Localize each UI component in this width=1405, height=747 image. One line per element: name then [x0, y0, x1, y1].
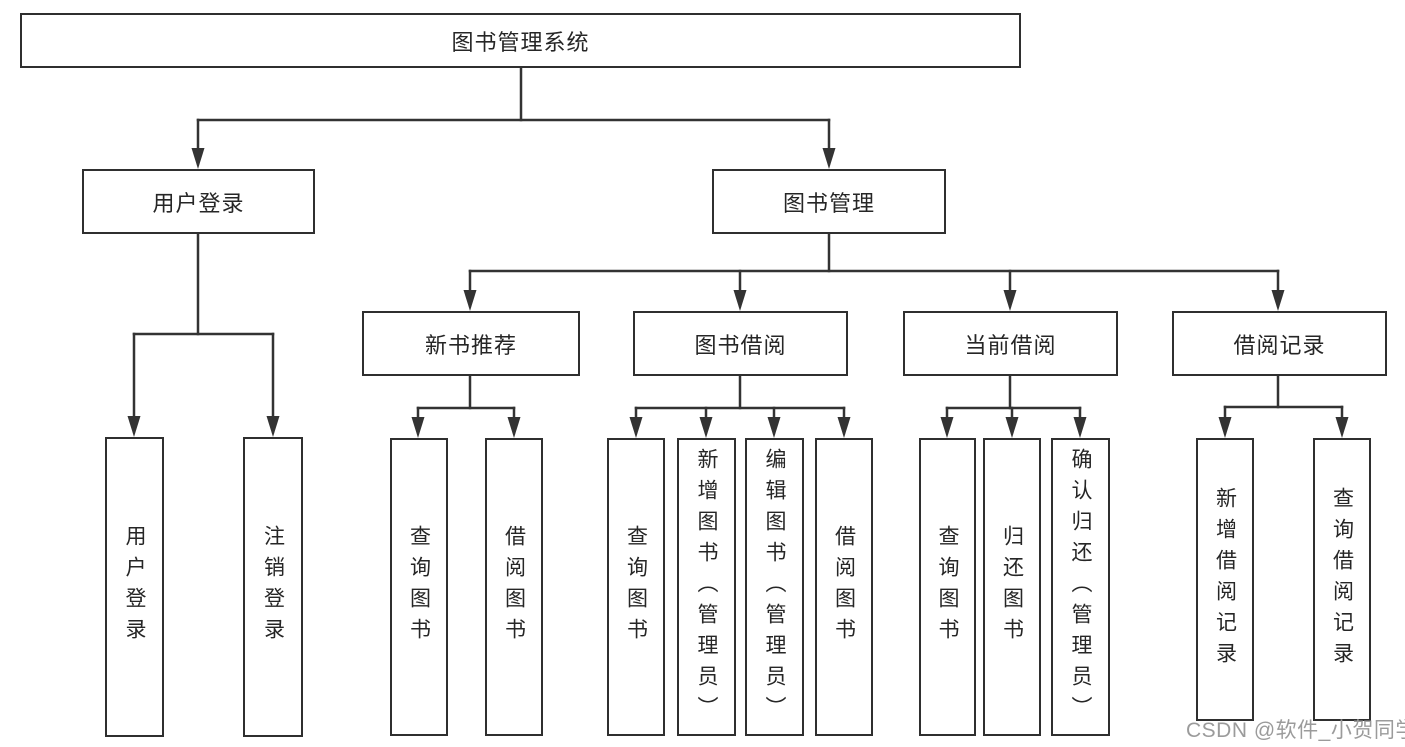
leaf-bookborrow-query-books: 查询图书 — [607, 438, 665, 736]
node-current-borrow: 当前借阅 — [903, 311, 1118, 376]
leaf-records-query-record-label: 查询借阅记录 — [1330, 486, 1354, 673]
leaf-bookborrow-borrow-books-label: 借阅图书 — [832, 525, 856, 649]
leaf-logout-label: 注销登录 — [261, 525, 285, 649]
leaf-bookborrow-edit-books-label: 编辑图书（管理员） — [763, 447, 786, 727]
node-root-label: 图书管理系统 — [451, 29, 590, 55]
node-book-management-label: 图书管理 — [782, 190, 875, 216]
leaf-user-login: 用户登录 — [105, 437, 164, 737]
leaf-currentborrow-query-books-label: 查询图书 — [936, 525, 959, 649]
leaf-bookborrow-add-books: 新增图书（管理员） — [677, 438, 736, 736]
leaf-newbook-borrow-books-label: 借阅图书 — [502, 525, 526, 649]
leaf-records-add-record: 新增借阅记录 — [1196, 438, 1254, 721]
node-user-login-label: 用户登录 — [152, 190, 245, 216]
watermark: CSDN @软件_小贺同学 — [1186, 719, 1405, 742]
node-borrow-records-label: 借阅记录 — [1233, 332, 1326, 358]
node-new-book-recommend: 新书推荐 — [362, 311, 580, 376]
node-book-borrow: 图书借阅 — [633, 311, 848, 376]
leaf-currentborrow-query-books: 查询图书 — [919, 438, 976, 736]
leaf-bookborrow-borrow-books: 借阅图书 — [815, 438, 873, 736]
leaf-bookborrow-add-books-label: 新增图书（管理员） — [695, 447, 718, 727]
leaf-records-add-record-label: 新增借阅记录 — [1213, 486, 1237, 673]
leaf-user-login-label: 用户登录 — [123, 525, 146, 649]
leaf-bookborrow-edit-books: 编辑图书（管理员） — [745, 438, 804, 736]
node-book-management: 图书管理 — [712, 169, 946, 234]
leaf-newbook-query-books-label: 查询图书 — [407, 525, 431, 649]
node-borrow-records: 借阅记录 — [1172, 311, 1387, 376]
node-current-borrow-label: 当前借阅 — [964, 332, 1057, 358]
node-new-book-recommend-label: 新书推荐 — [424, 332, 517, 358]
node-book-borrow-label: 图书借阅 — [694, 332, 787, 358]
leaf-records-query-record: 查询借阅记录 — [1313, 438, 1371, 721]
leaf-bookborrow-query-books-label: 查询图书 — [624, 525, 648, 649]
leaf-logout: 注销登录 — [243, 437, 303, 737]
leaf-newbook-borrow-books: 借阅图书 — [485, 438, 543, 736]
leaf-currentborrow-return-books: 归还图书 — [983, 438, 1041, 736]
leaf-currentborrow-return-books-label: 归还图书 — [1000, 525, 1024, 649]
node-user-login: 用户登录 — [82, 169, 315, 234]
leaf-currentborrow-confirm-return: 确认归还（管理员） — [1051, 438, 1110, 736]
leaf-currentborrow-confirm-return-label: 确认归还（管理员） — [1069, 447, 1092, 727]
node-root: 图书管理系统 — [20, 13, 1021, 68]
leaf-newbook-query-books: 查询图书 — [390, 438, 448, 736]
